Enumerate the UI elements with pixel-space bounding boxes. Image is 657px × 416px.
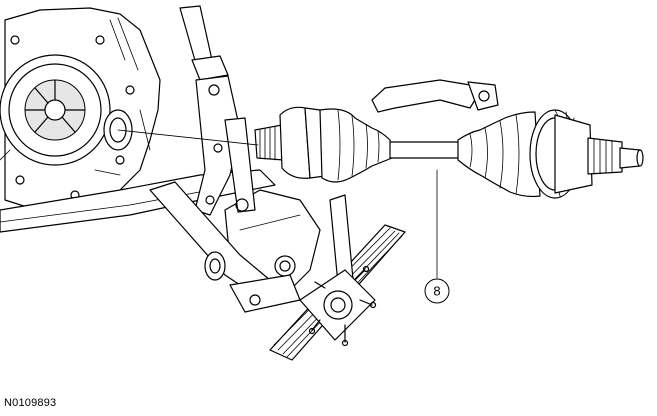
callout-8-label: 8 <box>433 284 440 299</box>
transaxle-housing <box>0 7 161 213</box>
wheel-hub <box>299 265 377 347</box>
inboard-boot <box>319 108 393 183</box>
lower-control-arm <box>149 181 301 313</box>
callout-8: 8 <box>424 169 450 304</box>
outboard-cv-joint <box>529 109 593 199</box>
stabilizer-link <box>224 117 256 213</box>
strut-assembly <box>179 5 241 216</box>
housing-bolts <box>10 35 135 200</box>
wheel-studs <box>308 265 377 347</box>
installation-guide-line <box>117 129 259 146</box>
outboard-boot <box>457 111 541 198</box>
callout-8-circle <box>424 278 450 304</box>
inboard-stub-shaft <box>254 124 285 161</box>
figure-id: N0109893 <box>4 397 57 409</box>
tie-rod-end <box>371 79 499 113</box>
halfshaft <box>254 106 644 199</box>
inboard-cv-joint <box>279 106 326 179</box>
outboard-stub-shaft <box>587 137 644 175</box>
